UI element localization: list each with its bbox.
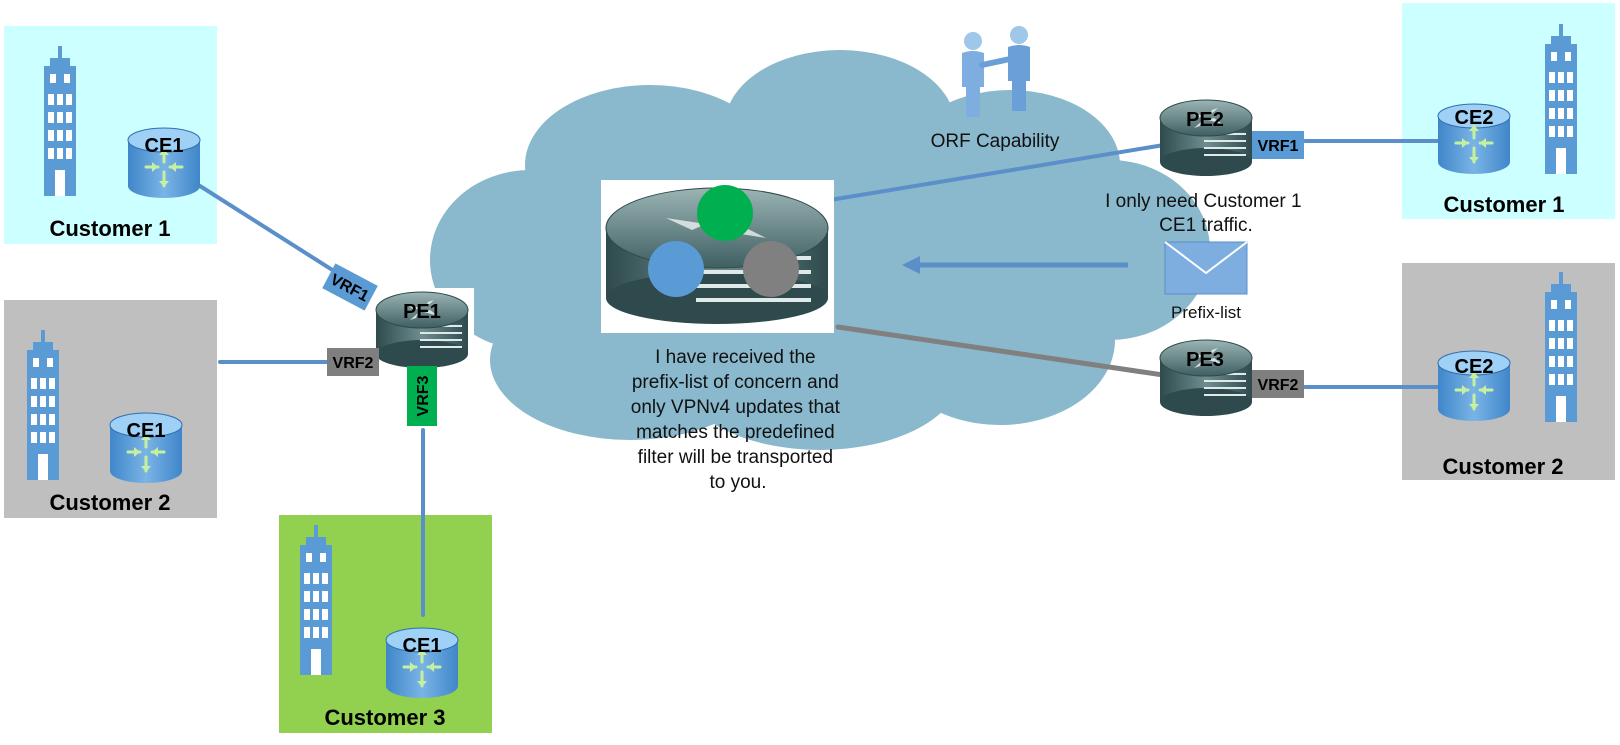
customer-label: Customer 1: [1443, 192, 1564, 217]
building-icon: [44, 46, 76, 196]
green-dot-icon: [697, 185, 753, 241]
pe-label: PE2: [1186, 109, 1224, 131]
building-icon: [1545, 272, 1577, 422]
vrf-label: VRF1: [1258, 138, 1299, 155]
customer-label: Customer 2: [1442, 454, 1563, 479]
building-icon: [300, 525, 332, 675]
vrf-tag: [322, 263, 378, 311]
customer-label: Customer 1: [49, 216, 170, 241]
ce-label: CE1: [403, 635, 442, 657]
customer1-right-box: [1402, 3, 1615, 219]
building-icon: [27, 330, 59, 480]
customer-label: Customer 3: [324, 705, 445, 730]
gray-dot-icon: [743, 241, 799, 297]
vrf-tag: [407, 366, 437, 426]
links: [198, 139, 1442, 617]
pe-label: PE1: [403, 301, 441, 323]
vrf-tag: [1252, 370, 1304, 398]
ce-label: CE1: [145, 135, 184, 157]
link-rr-pe2: [828, 142, 1172, 202]
arrow-head: [902, 256, 920, 274]
envelope-icon: [1164, 241, 1248, 295]
vrf-label: VRF3: [415, 375, 432, 416]
vrf-tag: [327, 348, 379, 376]
prefix-list-label: Prefix-list: [1171, 303, 1241, 322]
link-rr-pe3: [835, 324, 1173, 379]
orf-label: ORF Capability: [931, 131, 1060, 152]
vrf-label: VRF2: [1258, 377, 1299, 394]
vrf-label: VRF2: [333, 355, 374, 372]
customer-label: Customer 2: [49, 490, 170, 515]
vrf-tag: [1252, 131, 1304, 159]
building-icon: [1545, 24, 1577, 174]
handshake-icon: [962, 26, 1030, 117]
rr-message: I have received the prefix-list of conce…: [631, 347, 845, 493]
ce-label: CE2: [1455, 356, 1494, 378]
pe-label: PE3: [1186, 349, 1224, 371]
pe2-message: I only need Customer 1 CE1 traffic.: [1105, 191, 1307, 236]
blue-dot-icon: [648, 241, 704, 297]
ce-label: CE1: [127, 420, 166, 442]
ce-label: CE2: [1455, 107, 1494, 129]
